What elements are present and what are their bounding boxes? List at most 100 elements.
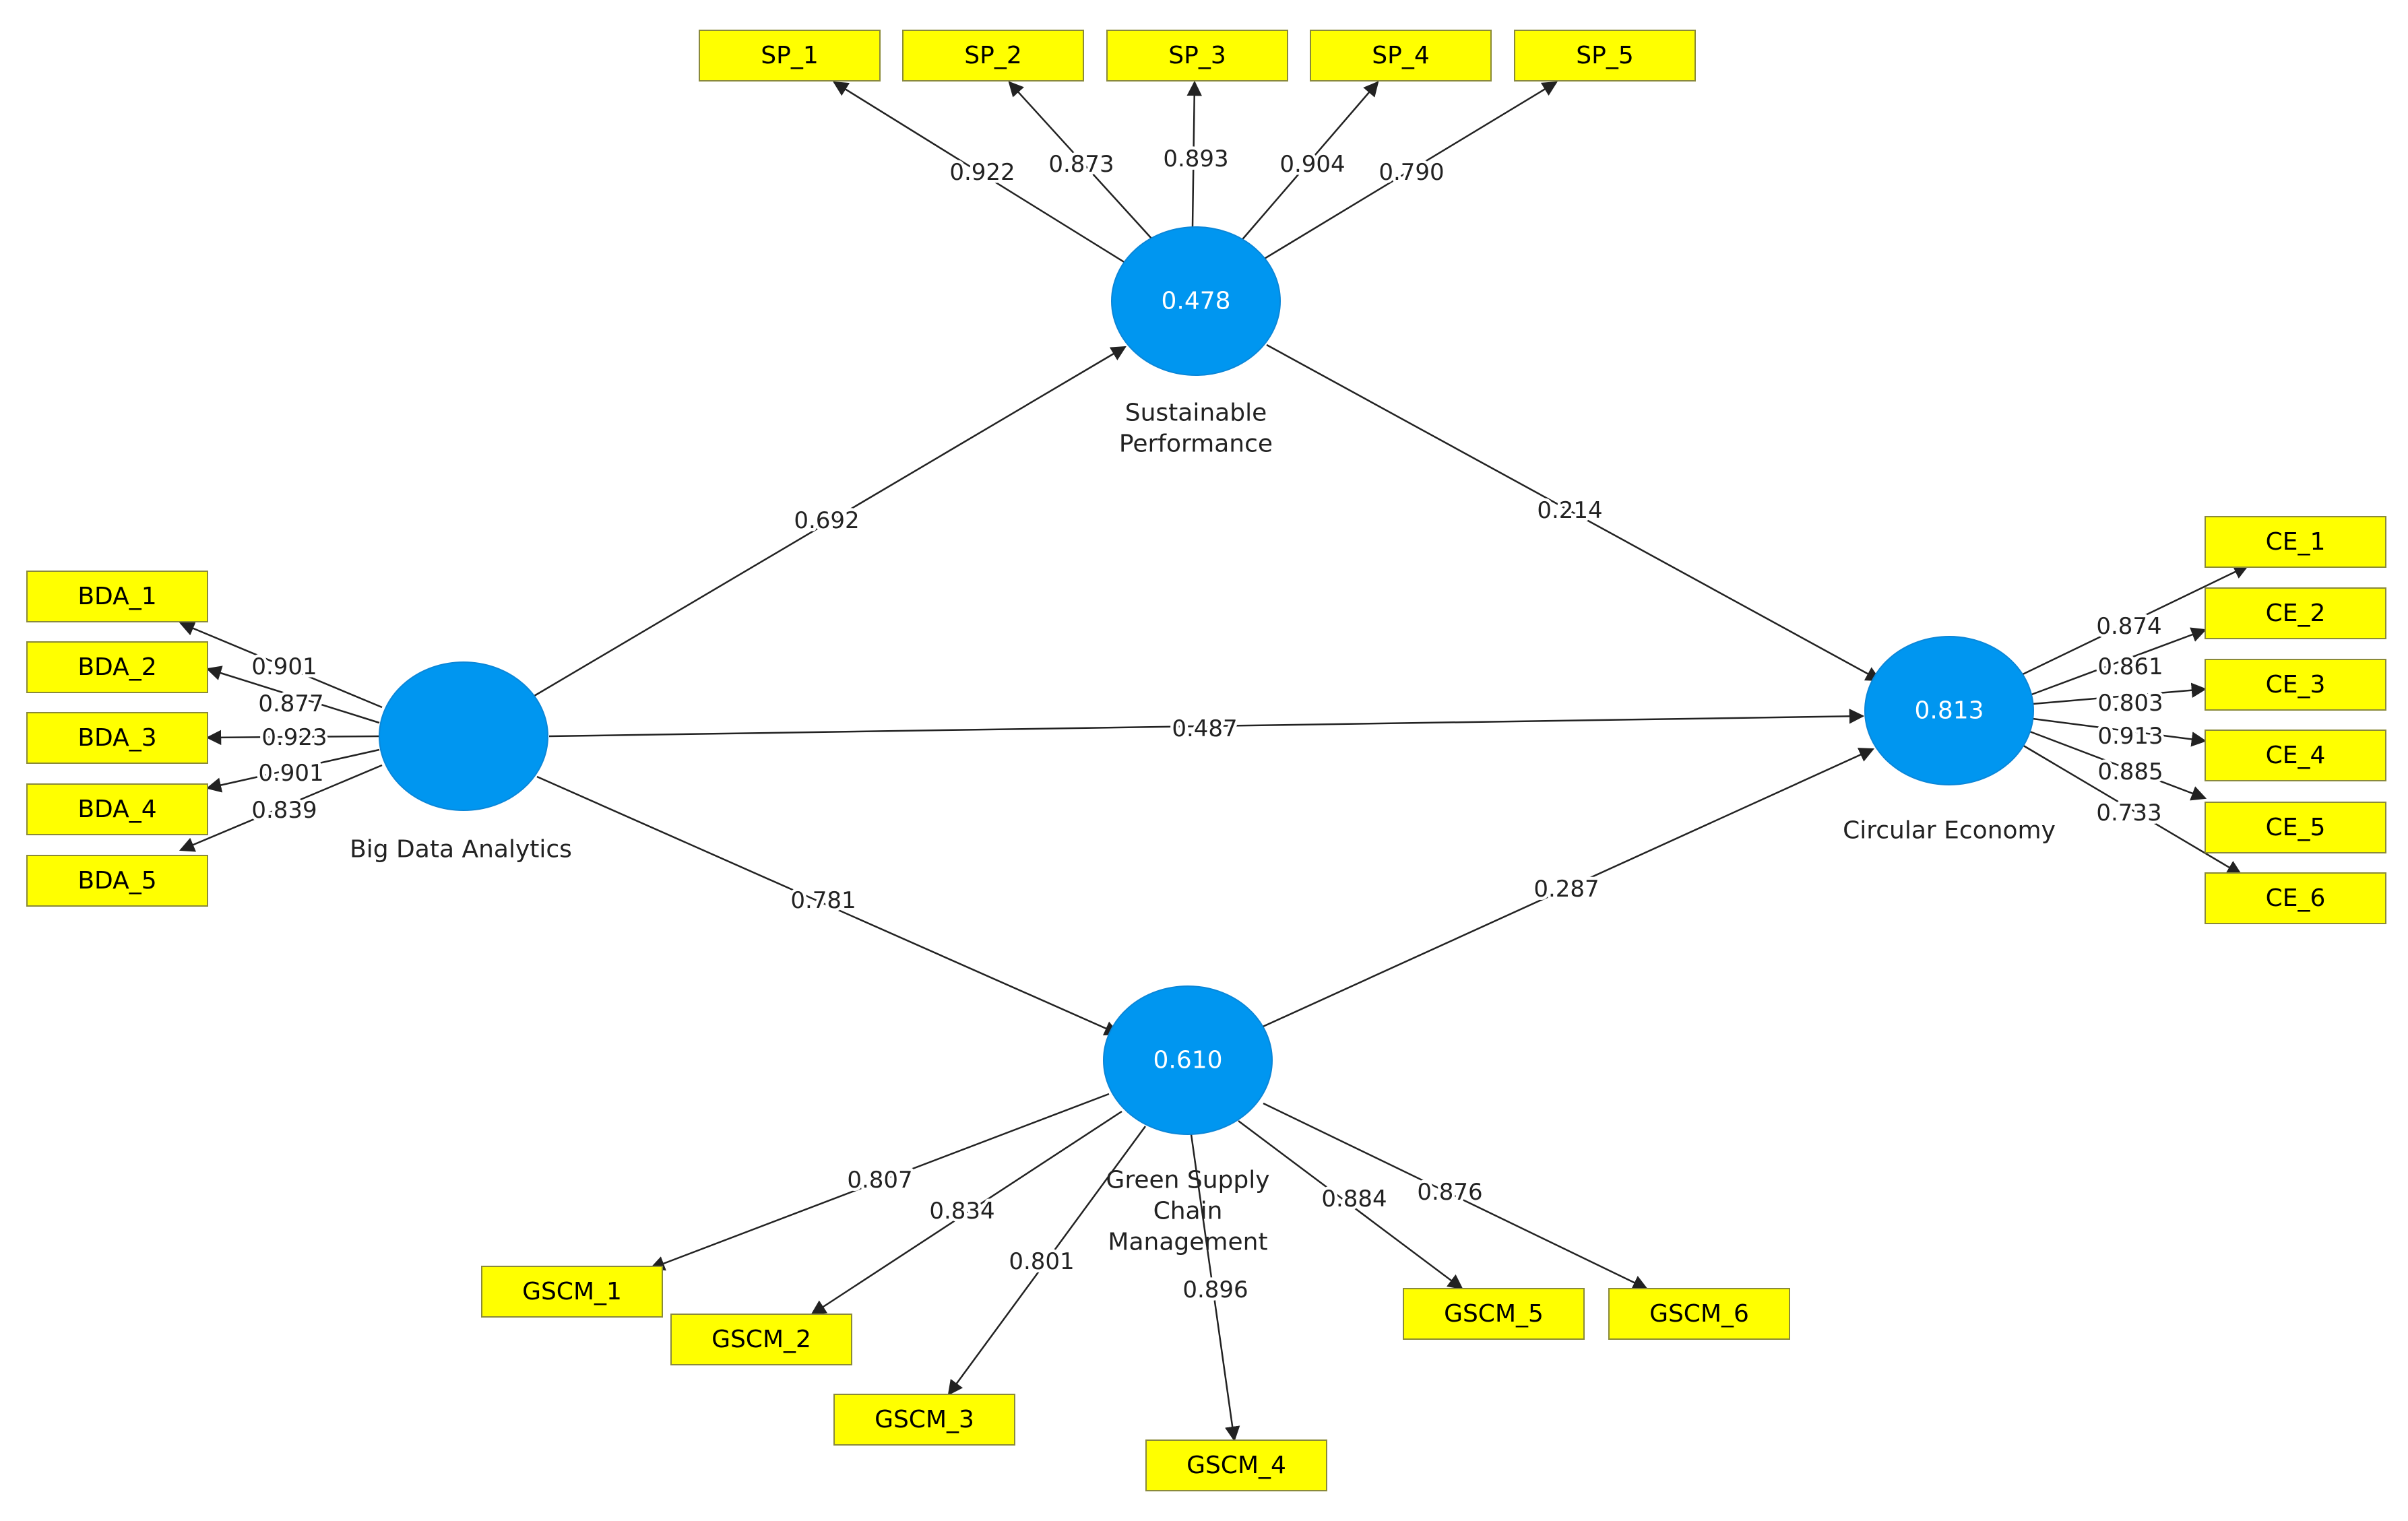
- indicator-box[interactable]: [2205, 730, 2386, 781]
- indicator-box[interactable]: [1145, 1439, 1327, 1491]
- indicator-label: SP_4: [1372, 42, 1429, 69]
- construct-ce[interactable]: 0.813: [1864, 636, 2034, 785]
- indicator-bda_1[interactable]: BDA_1: [26, 571, 208, 622]
- indicator-box[interactable]: [1608, 1288, 1790, 1340]
- construct-bda[interactable]: [379, 661, 548, 811]
- indicator-ce_3[interactable]: CE_3: [2205, 659, 2386, 711]
- indicator-gscm_2[interactable]: GSCM_2: [670, 1314, 852, 1365]
- path-arrow-sp-ce: [1266, 344, 1881, 682]
- path-coefficient-bda-sp: 0.692: [794, 507, 859, 534]
- loading-label-ce_1: 0.874: [2096, 613, 2161, 640]
- loading-arrow-gscm_5: [1238, 1120, 1463, 1290]
- loading-arrow-sp_2: [1008, 81, 1153, 240]
- construct-ellipse[interactable]: [1111, 226, 1281, 376]
- loading-label-bda_2: 0.877: [258, 690, 323, 717]
- loading-label-bda_4: 0.901: [258, 760, 323, 787]
- construct-name-gscm: Chain: [1153, 1198, 1223, 1225]
- construct-gscm[interactable]: 0.610: [1103, 985, 1273, 1135]
- indicator-gscm_1[interactable]: GSCM_1: [481, 1266, 663, 1318]
- indicator-label: BDA_5: [77, 867, 156, 895]
- construct-ellipse[interactable]: [379, 661, 548, 811]
- indicator-box[interactable]: [2205, 659, 2386, 711]
- indicator-box[interactable]: [26, 712, 208, 764]
- indicator-gscm_5[interactable]: GSCM_5: [1403, 1288, 1585, 1340]
- indicator-gscm_6[interactable]: GSCM_6: [1608, 1288, 1790, 1340]
- indicator-sp_3[interactable]: SP_3: [1106, 30, 1288, 82]
- arrows-layer: [179, 80, 2250, 1442]
- indicator-box[interactable]: [26, 783, 208, 835]
- loading-arrow-ce_6: [2021, 743, 2242, 876]
- loading-arrow-gscm_2: [811, 1110, 1122, 1316]
- loading-arrow-gscm_1: [649, 1093, 1110, 1271]
- construct-name-sp: Performance: [1119, 430, 1273, 458]
- loading-label-bda_3: 0.923: [261, 724, 327, 751]
- loading-arrow-gscm_3: [947, 1126, 1147, 1396]
- construct-name-bda: Big Data Analytics: [350, 836, 572, 864]
- indicator-box[interactable]: [2205, 516, 2386, 568]
- indicator-label: SP_1: [761, 42, 818, 69]
- loading-arrow-gscm_4: [1190, 1134, 1240, 1442]
- indicator-bda_4[interactable]: BDA_4: [26, 783, 208, 835]
- indicator-label: CE_6: [2266, 884, 2326, 912]
- indicator-label: CE_3: [2266, 671, 2326, 699]
- indicator-box[interactable]: [481, 1266, 663, 1318]
- loading-label-ce_2: 0.861: [2097, 653, 2163, 680]
- indicator-box[interactable]: [833, 1394, 1015, 1446]
- loading-label-bda_1: 0.901: [251, 653, 317, 680]
- construct-name-gscm: Green Supply: [1106, 1167, 1269, 1194]
- indicator-box[interactable]: [699, 30, 881, 82]
- loading-arrow-ce_1: [2019, 564, 2250, 677]
- indicator-box[interactable]: [2205, 802, 2386, 853]
- loading-arrow-bda_5: [179, 764, 383, 852]
- indicator-ce_6[interactable]: CE_6: [2205, 872, 2386, 924]
- indicator-box[interactable]: [2205, 872, 2386, 924]
- loading-label-gscm_1: 0.807: [847, 1167, 912, 1194]
- indicator-label: GSCM_5: [1444, 1300, 1544, 1328]
- indicator-gscm_3[interactable]: GSCM_3: [833, 1394, 1015, 1446]
- indicator-box[interactable]: [26, 571, 208, 622]
- loading-label-sp_5: 0.790: [1379, 159, 1444, 186]
- indicator-bda_5[interactable]: BDA_5: [26, 855, 208, 907]
- loading-label-sp_2: 0.873: [1048, 151, 1114, 178]
- indicator-label: CE_2: [2266, 600, 2326, 627]
- indicator-box[interactable]: [1514, 30, 1696, 82]
- indicator-box[interactable]: [1106, 30, 1288, 82]
- loading-label-gscm_2: 0.834: [929, 1198, 994, 1225]
- loading-label-sp_3: 0.893: [1163, 145, 1228, 172]
- construct-sp[interactable]: 0.478: [1111, 226, 1281, 376]
- loading-arrow-sp_4: [1239, 81, 1379, 243]
- indicator-box[interactable]: [902, 30, 1084, 82]
- indicator-sp_1[interactable]: SP_1: [699, 30, 881, 82]
- indicator-sp_2[interactable]: SP_2: [902, 30, 1084, 82]
- indicator-box[interactable]: [1310, 30, 1492, 82]
- loading-arrow-sp_1: [833, 81, 1126, 264]
- indicator-ce_2[interactable]: CE_2: [2205, 587, 2386, 639]
- indicator-box[interactable]: [670, 1314, 852, 1365]
- indicator-label: BDA_2: [77, 653, 156, 681]
- indicator-label: SP_2: [964, 42, 1021, 69]
- indicator-box[interactable]: [26, 855, 208, 907]
- indicator-ce_4[interactable]: CE_4: [2205, 730, 2386, 781]
- path-coefficient-bda-gscm: 0.781: [790, 887, 856, 914]
- indicator-ce_1[interactable]: CE_1: [2205, 516, 2386, 568]
- loading-arrow-sp_5: [1263, 81, 1558, 261]
- loading-label-ce_6: 0.733: [2096, 800, 2161, 827]
- construct-ellipse[interactable]: [1864, 636, 2034, 785]
- indicator-label: GSCM_6: [1649, 1300, 1749, 1328]
- construct-ellipse[interactable]: [1103, 985, 1273, 1135]
- indicator-ce_5[interactable]: CE_5: [2205, 802, 2386, 853]
- indicator-box[interactable]: [26, 641, 208, 693]
- indicator-label: GSCM_4: [1186, 1452, 1286, 1479]
- indicator-sp_5[interactable]: SP_5: [1514, 30, 1696, 82]
- loading-arrow-ce_2: [2027, 627, 2207, 697]
- indicator-box[interactable]: [2205, 587, 2386, 639]
- indicator-bda_2[interactable]: BDA_2: [26, 641, 208, 693]
- indicator-label: SP_5: [1576, 42, 1633, 69]
- indicator-bda_3[interactable]: BDA_3: [26, 712, 208, 764]
- indicator-gscm_4[interactable]: GSCM_4: [1145, 1439, 1327, 1491]
- indicator-label: GSCM_1: [522, 1278, 622, 1305]
- indicator-sp_4[interactable]: SP_4: [1310, 30, 1492, 82]
- indicator-box[interactable]: [1403, 1288, 1585, 1340]
- loading-arrow-ce_5: [2027, 730, 2207, 801]
